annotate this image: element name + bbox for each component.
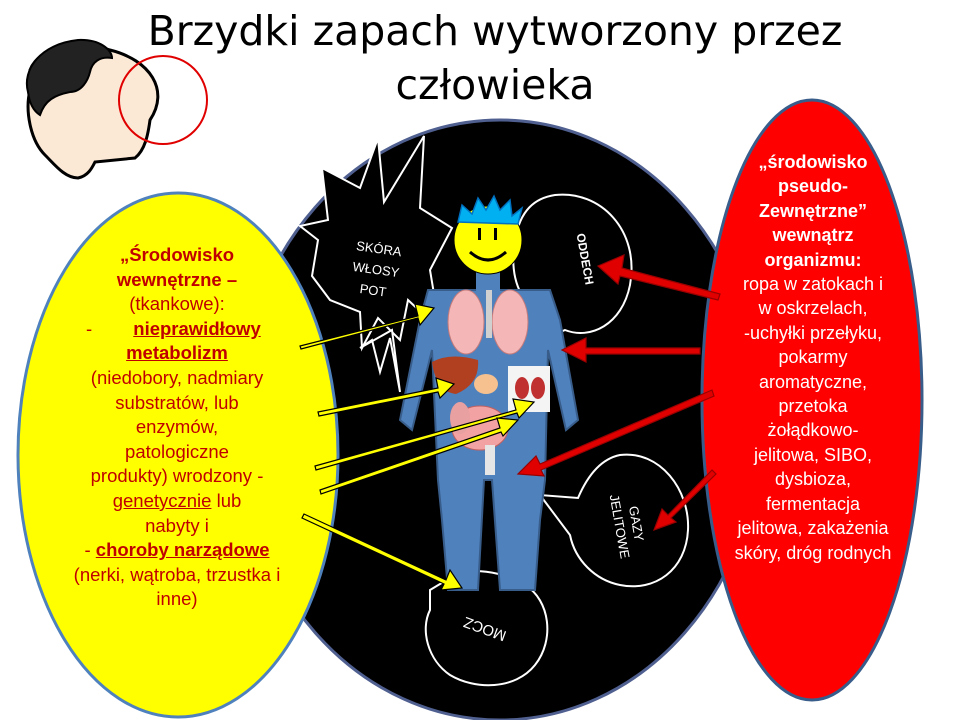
left-genetic: genetycznie bbox=[112, 489, 212, 511]
right-panel-text: „środowisko pseudo- Zewnętrzne” wewnątrz… bbox=[706, 150, 920, 565]
yellow-arrows bbox=[299, 303, 536, 591]
red-arrows bbox=[516, 254, 721, 532]
right-line-2: w oskrzelach, bbox=[758, 298, 868, 319]
left-genetic-row: genetycznie lub bbox=[42, 489, 312, 514]
right-line-12: skóry, dróg rodnych bbox=[734, 542, 892, 563]
right-line-11: jelitowa, zakażenia bbox=[737, 518, 889, 539]
skin-label: SKÓRA WŁOSY POT bbox=[340, 234, 412, 305]
left-item-1-prefix: - bbox=[86, 317, 93, 339]
right-line-6: przetoka bbox=[778, 396, 848, 417]
internal-environment-ellipse bbox=[16, 191, 340, 719]
right-line-4: pokarmy bbox=[778, 347, 848, 368]
right-heading-2: pseudo- bbox=[778, 176, 848, 197]
left-or: lub bbox=[216, 489, 242, 511]
left-item-1-line-2: substratów, lub bbox=[115, 391, 239, 413]
left-item-2: choroby narządowe bbox=[95, 539, 270, 561]
right-line-9: dysbioza, bbox=[774, 469, 852, 490]
skin-spike-lower bbox=[359, 328, 401, 393]
right-heading-4: wewnątrz bbox=[772, 225, 854, 246]
right-line-3: -uchyłki przełyku, bbox=[743, 322, 883, 343]
left-heading-2: wewnętrzne – bbox=[116, 268, 238, 290]
gas-bubble bbox=[537, 453, 690, 588]
right-line-1: ropa w zatokach i bbox=[742, 274, 884, 295]
right-heading-1: „środowisko bbox=[758, 152, 868, 172]
left-item-1-line-4: patologiczne bbox=[125, 440, 229, 462]
left-item-1-b: metabolizm bbox=[126, 342, 228, 364]
left-item-2-prefix: - bbox=[84, 539, 91, 561]
right-line-10: fermentacja bbox=[765, 493, 861, 514]
left-panel-text: „Środowisko wewnętrzne – (tkankowe): - n… bbox=[42, 243, 312, 612]
left-item-1-a: nieprawidłowy bbox=[133, 317, 261, 339]
head-profile-icon bbox=[25, 38, 208, 180]
left-item-2-line-1: (nerki, wątroba, trzustka i bbox=[73, 563, 281, 585]
left-item-1-line-3: enzymów, bbox=[135, 416, 219, 438]
left-item-2-row: - choroby narządowe bbox=[42, 538, 312, 563]
human-figure bbox=[398, 194, 580, 591]
left-item-1-line-5: produkty) wrodzony - bbox=[90, 465, 264, 487]
right-heading-3: Zewnętrzne” bbox=[758, 200, 868, 221]
left-item-1-row: - nieprawidłowy bbox=[42, 317, 312, 342]
left-item-2-line-2: inne) bbox=[156, 588, 198, 610]
left-item-1-line-1: (niedobory, nadmiary bbox=[90, 366, 264, 388]
right-heading-5: organizmu: bbox=[764, 249, 862, 270]
left-heading-3: (tkankowe): bbox=[129, 293, 225, 315]
right-line-7: żołądkowo- bbox=[767, 420, 859, 441]
left-heading-1: „Środowisko bbox=[119, 244, 235, 265]
left-acquired: nabyty i bbox=[145, 514, 209, 536]
right-line-5: aromatyczne, bbox=[758, 371, 868, 392]
page-title: Brzydki zapach wytworzony przez człowiek… bbox=[147, 7, 843, 109]
right-line-8: jelitowa, SIBO, bbox=[753, 444, 873, 465]
